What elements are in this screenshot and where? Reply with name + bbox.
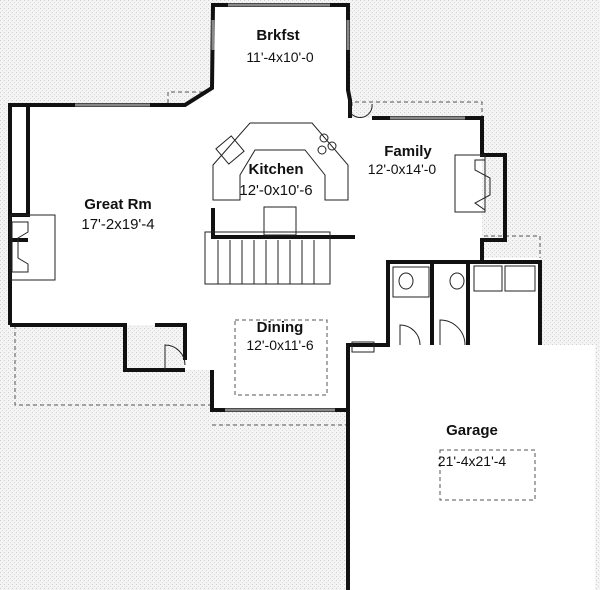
- room-name: Dining: [257, 319, 304, 336]
- room-size: 17'-2x19'-4: [81, 216, 154, 233]
- door-swing: [349, 100, 373, 118]
- floor-area: [10, 5, 595, 590]
- fixtures: [164, 100, 536, 370]
- room-name: Family: [384, 143, 432, 160]
- fireplace: [454, 154, 491, 213]
- room-garage: Garage 21'-4x21'-4: [438, 422, 507, 469]
- door-swing: [439, 319, 466, 346]
- door-swing: [399, 324, 421, 346]
- sink-icon: [215, 135, 245, 165]
- electrical-panel: [351, 341, 375, 353]
- dryer-icon: [504, 265, 536, 292]
- windows: [75, 3, 465, 412]
- cooktop-burner-icon: [317, 145, 327, 155]
- room-dining: Dining 12'-0x11'-6: [246, 319, 314, 353]
- room-size: 12'-0x14'-0: [368, 161, 437, 177]
- room-great-room: Great Rm 17'-2x19'-4: [81, 196, 154, 233]
- room-size: 11'-4x10'-0: [246, 49, 314, 65]
- toilet-icon: [398, 272, 414, 290]
- fireplace: [9, 214, 56, 281]
- sink-icon: [449, 272, 465, 290]
- room-name: Great Rm: [84, 196, 152, 213]
- room-breakfast: Brkfst 11'-4x10'-0: [246, 27, 314, 65]
- room-size: 12'-0x10'-6: [239, 182, 312, 199]
- kitchen-counter: [212, 122, 349, 201]
- walls: [8, 3, 542, 590]
- room-name: Garage: [446, 422, 498, 439]
- room-size: 21'-4x21'-4: [438, 453, 507, 469]
- stairs: [204, 206, 331, 285]
- washer-icon: [473, 265, 503, 292]
- cooktop-burner-icon: [319, 133, 329, 143]
- cooktop-burner-icon: [327, 141, 337, 151]
- door-swing: [164, 344, 186, 370]
- room-size: 12'-0x11'-6: [246, 337, 314, 353]
- room-name: Kitchen: [248, 161, 303, 178]
- room-family: Family 12'-0x14'-0: [368, 143, 437, 177]
- room-name: Brkfst: [256, 27, 299, 44]
- room-kitchen: Kitchen 12'-0x10'-6: [239, 161, 312, 199]
